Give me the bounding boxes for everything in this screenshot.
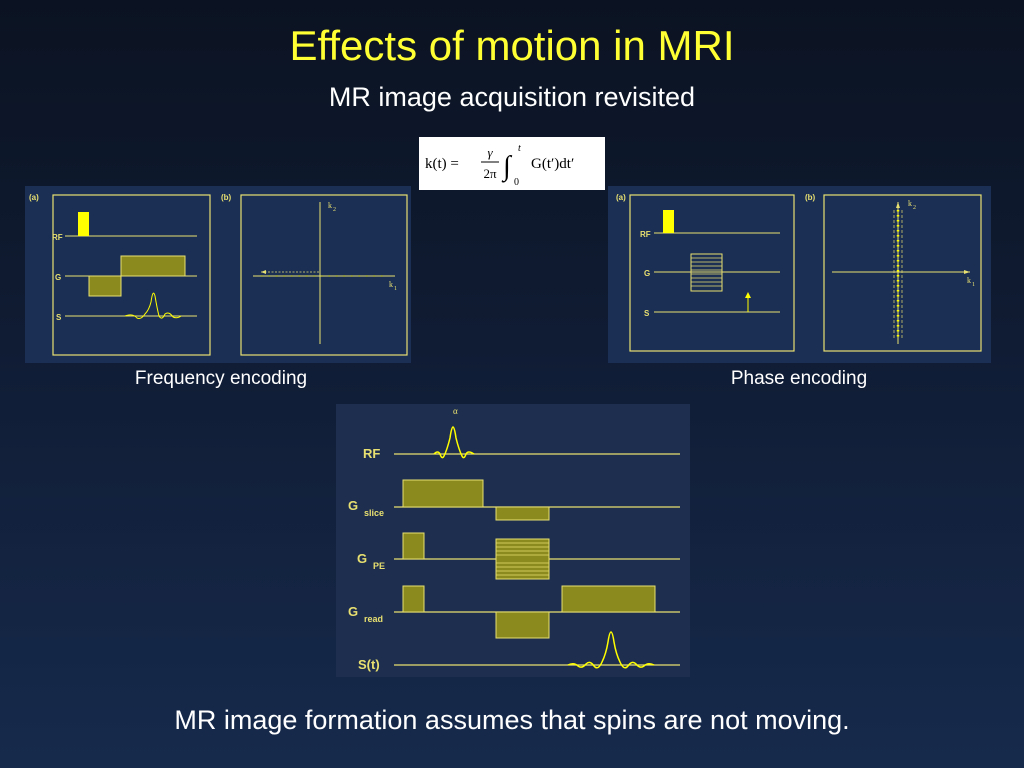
seq-gpe-table: [495, 538, 550, 580]
slide-title: Effects of motion in MRI: [289, 22, 735, 69]
freq-g-readout: [120, 255, 186, 277]
phase-axis-k2-sub: 2: [913, 205, 916, 211]
frequency-encoding-caption: Frequency encoding: [134, 368, 308, 389]
freq-axis-k1-sub: 1: [394, 286, 397, 292]
phase-row-rf: RF: [640, 230, 651, 239]
formula-graphic: k(t) = γ 2π ∫ t 0 G(t′)dt′: [425, 143, 574, 188]
freq-rf-pulse: [78, 212, 89, 236]
formula-upper-limit: t: [518, 143, 521, 154]
phase-encoding-diagram: (a) (b) RF G S k 2 k 1: [616, 193, 982, 352]
seq-signal-echo: [567, 631, 655, 669]
seq-row-gslice: G: [348, 498, 358, 513]
formula-integral: ∫: [501, 151, 513, 183]
phase-axis-k1-sub: 1: [972, 282, 975, 288]
seq-row-gread-sub: read: [364, 614, 383, 624]
formula-lhs: k(t) =: [425, 156, 459, 172]
phase-label-a: (a): [616, 193, 626, 202]
seq-gpe-prephase: [402, 532, 425, 560]
seq-row-st: S(t): [358, 657, 380, 672]
bottom-statement: MR image formation assumes that spins ar…: [174, 705, 850, 735]
phase-g-step-lines: [691, 257, 722, 287]
formula-frac-den: 2π: [483, 166, 497, 181]
phase-encoding-caption: Phase encoding: [730, 368, 868, 389]
formula-lower-limit: 0: [514, 177, 519, 188]
seq-gread-dephase: [495, 611, 550, 639]
phase-row-g: G: [644, 269, 650, 278]
freq-row-rf: RF: [52, 233, 63, 242]
freq-row-g: G: [55, 273, 61, 282]
seq-gslice-refocus: [495, 506, 550, 521]
k-space-formula: k(t) = γ 2π ∫ t 0 G(t′)dt′: [419, 137, 605, 190]
freq-signal-echo: [124, 292, 182, 319]
frequency-encoding-diagram: (a) (b) RF G S k 2 k 1: [29, 193, 408, 356]
seq-row-rf: RF: [363, 446, 380, 461]
freq-axis-k2: k: [328, 201, 332, 210]
seq-gread-prephase: [402, 585, 425, 613]
formula-frac-num: γ: [487, 145, 493, 160]
seq-row-gpe-sub: PE: [373, 561, 385, 571]
pulse-sequence-diagram: α RF G slice G PE G read: [348, 406, 680, 672]
pulse-sequence-panel: α RF G slice G PE G read: [336, 404, 690, 677]
phase-label-b: (b): [805, 193, 816, 202]
phase-rf-pulse: [663, 210, 674, 233]
phase-g-steps: [690, 253, 723, 292]
freq-label-a: (a): [29, 193, 39, 202]
seq-alpha-label: α: [453, 406, 458, 416]
freq-label-b: (b): [221, 193, 232, 202]
seq-row-gread: G: [348, 604, 358, 619]
seq-gread-readout: [561, 585, 656, 613]
freq-g-dephase: [88, 275, 122, 297]
phase-axis-k2: k: [908, 199, 912, 208]
phase-row-s: S: [644, 309, 650, 318]
freq-axis-k2-sub: 2: [333, 207, 336, 213]
slide-subtitle: MR image acquisition revisited: [328, 82, 696, 112]
freq-row-s: S: [56, 313, 62, 322]
seq-rf-sinc: [433, 426, 475, 459]
seq-gslice-select: [402, 479, 484, 508]
frequency-encoding-panel: (a) (b) RF G S k 2 k 1: [25, 186, 411, 363]
freq-axis-k1: k: [389, 280, 393, 289]
phase-encoding-panel: (a) (b) RF G S k 2 k 1: [608, 186, 991, 363]
seq-gpe-step-lines: [496, 542, 549, 576]
formula-integrand: G(t′)dt′: [531, 156, 574, 172]
seq-row-gslice-sub: slice: [364, 508, 384, 518]
seq-row-gpe: G: [357, 551, 367, 566]
phase-axis-k1: k: [967, 276, 971, 285]
